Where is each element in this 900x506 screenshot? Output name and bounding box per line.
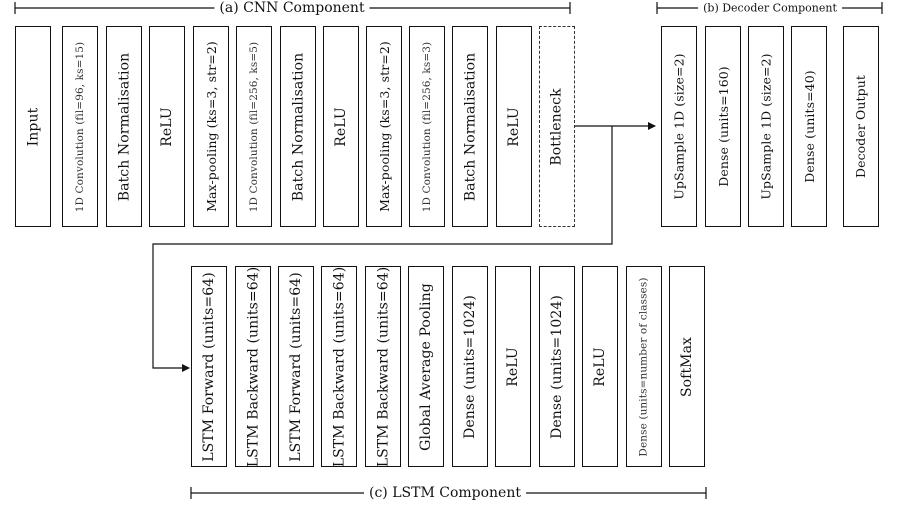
lstm-component-label: (c) LSTM Component xyxy=(364,485,526,501)
decoder-component-label: (b) Decoder Component xyxy=(698,1,842,15)
lstm-block-forward2: LSTM Forward (units=64) xyxy=(278,266,314,467)
lstm-block-backward2: LSTM Backward (units=64) xyxy=(321,266,357,467)
lstm-block-dense-classes: Dense (units=number of classes) xyxy=(626,266,662,467)
cnn-block-conv1: 1D Convolution (fil=96, ks=15) xyxy=(62,26,98,227)
cnn-block-batchnorm3: Batch Normalisation xyxy=(452,26,488,227)
decoder-block-dense2: Dense (units=40) xyxy=(791,26,827,227)
lstm-block-dense1: Dense (units=1024) xyxy=(452,266,488,467)
bottleneck-to-lstm-arrow xyxy=(152,126,613,372)
lstm-block-softmax: SoftMax xyxy=(669,266,705,467)
cnn-component-label: (a) CNN Component xyxy=(214,0,370,16)
lstm-block-relu1: ReLU xyxy=(495,266,531,467)
cnn-block-maxpool1: Max-pooling (ks=3, str=2) xyxy=(193,26,229,227)
decoder-block-upsample1: UpSample 1D (size=2) xyxy=(661,26,697,227)
cnn-block-relu2: ReLU xyxy=(323,26,359,227)
cnn-block-batchnorm1: Batch Normalisation xyxy=(106,26,142,227)
lstm-block-global-avg-pool: Global Average Pooling xyxy=(408,266,444,467)
cnn-block-batchnorm2: Batch Normalisation xyxy=(280,26,316,227)
lstm-block-relu2: ReLU xyxy=(582,266,618,467)
decoder-block-dense1: Dense (units=160) xyxy=(705,26,741,227)
decoder-block-upsample2: UpSample 1D (size=2) xyxy=(748,26,784,227)
lstm-block-backward3: LSTM Backward (units=64) xyxy=(365,266,401,467)
cnn-block-relu3: ReLU xyxy=(496,26,532,227)
cnn-block-maxpool2: Max-pooling (ks=3, str=2) xyxy=(366,26,402,227)
cnn-block-conv3: 1D Convolution (fil=256, ks=3) xyxy=(409,26,445,227)
lstm-block-dense2: Dense (units=1024) xyxy=(539,266,575,467)
cnn-block-conv2: 1D Convolution (fil=256, ks=5) xyxy=(236,26,272,227)
decoder-block-output: Decoder Output xyxy=(843,26,879,227)
lstm-block-backward1: LSTM Backward (units=64) xyxy=(235,266,271,467)
lstm-block-forward1: LSTM Forward (units=64) xyxy=(191,266,227,467)
cnn-block-relu1: ReLU xyxy=(149,26,185,227)
cnn-block-bottleneck: Bottleneck xyxy=(539,26,575,227)
cnn-block-input: Input xyxy=(15,26,51,227)
